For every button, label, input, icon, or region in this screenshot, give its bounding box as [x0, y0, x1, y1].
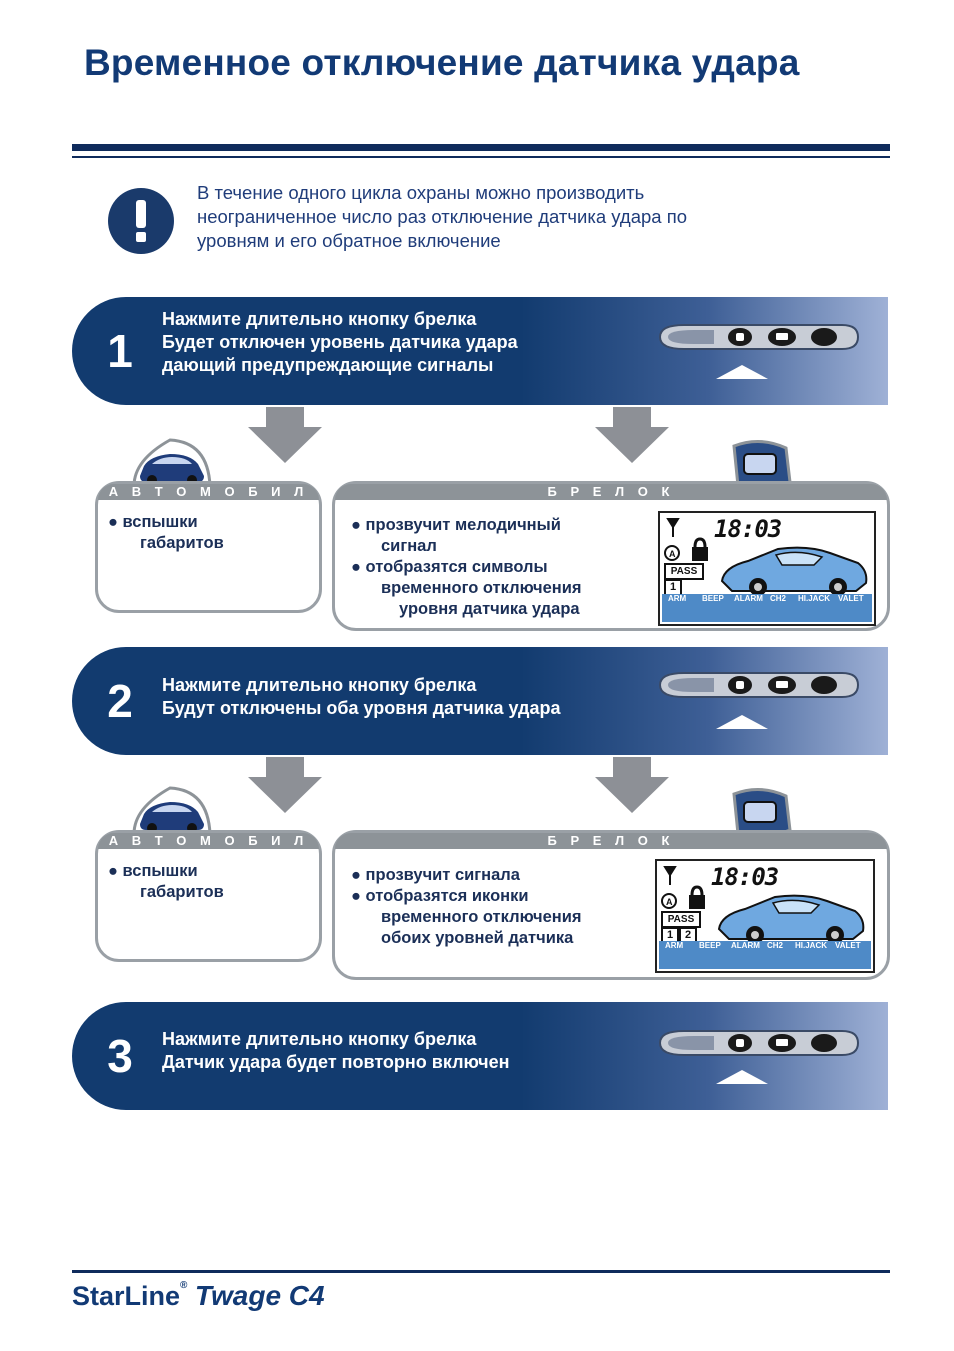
step-line: Будут отключены оба уровня датчика удара: [162, 698, 561, 718]
step-line: Нажмите длительно кнопку брелка: [162, 309, 477, 329]
bullet-line: сигнал: [381, 537, 437, 555]
arrow-down-icon: [248, 407, 322, 463]
step-line: Будет отключен уровень датчика удара: [162, 332, 518, 352]
press-indicator-icon: [716, 1070, 768, 1084]
lcd-label-hijack: HI.JACK: [795, 941, 828, 950]
brand-name: StarLine: [72, 1281, 181, 1311]
panel-body: ● вспышки габаритов: [108, 861, 224, 903]
lcd-label-beep: BEEP: [699, 941, 721, 950]
press-indicator-icon: [716, 365, 768, 379]
keyfob-icon: [658, 672, 860, 698]
fob-panel: Б Р Е Л О К ● прозвучит сигнала ● отобра…: [332, 830, 890, 980]
lcd-label-hijack: HI.JACK: [798, 594, 831, 603]
panel-heading: А В Т О М О Б И Л Ь: [98, 484, 319, 515]
step-1-banner: 1 Нажмите длительно кнопку брелка Будет …: [72, 297, 888, 405]
note-line: уровням и его обратное включение: [197, 230, 501, 251]
step-line: Датчик удара будет повторно включен: [162, 1052, 510, 1072]
bullet-line: габаритов: [140, 883, 224, 901]
car-image: [717, 894, 865, 944]
brand-trademark: ®: [180, 1280, 188, 1291]
lcd-label-valet: VALET: [838, 594, 864, 603]
lcd-display: 18:03 A PASS 1 ARM BEEP ALARM CH2 HI.JAC…: [658, 511, 876, 626]
lcd-label-valet: VALET: [835, 941, 861, 950]
lcd-pass-label: PASS: [661, 911, 701, 928]
lcd-button-bar: ARM BEEP ALARM CH2 HI.JACK VALET: [662, 594, 872, 622]
panel-heading: А В Т О М О Б И Л Ь: [98, 833, 319, 864]
step-number: 3: [107, 1030, 133, 1082]
fob-panel: Б Р Е Л О К ● прозвучит мелодичный сигна…: [332, 481, 890, 631]
lcd-label-beep: BEEP: [702, 594, 724, 603]
lcd-time: 18:03: [714, 515, 782, 543]
svg-text:A: A: [666, 897, 673, 907]
note-line: В течение одного цикла охраны можно прои…: [197, 182, 645, 203]
brand-logo: StarLine® Twage C4: [72, 1280, 325, 1312]
lcd-display: 18:03 A PASS 1 2 ARM BEEP ALARM CH2 HI.J…: [655, 859, 875, 973]
lcd-label-ch2: CH2: [767, 941, 784, 950]
lcd-button-bar: ARM BEEP ALARM CH2 HI.JACK VALET: [659, 941, 871, 969]
svg-text:A: A: [669, 549, 676, 559]
step-instructions: Нажмите длительно кнопку брелка Будет от…: [162, 308, 518, 377]
lcd-label-alarm: ALARM: [734, 594, 763, 603]
keyfob-icon: [658, 324, 860, 350]
step-instructions: Нажмите длительно кнопку брелка Датчик у…: [162, 1028, 510, 1074]
step-2-banner: 2 Нажмите длительно кнопку брелка Будут …: [72, 647, 888, 755]
bullet-line: временного отключения: [381, 908, 582, 926]
step-line: дающий предупреждающие сигналы: [162, 355, 494, 375]
bullet-line: уровня датчика удара: [399, 600, 580, 618]
panel-heading: Б Р Е Л О К: [335, 484, 887, 500]
lcd-label-alarm: ALARM: [731, 941, 760, 950]
press-indicator-icon: [716, 715, 768, 729]
bullet-line: обоих уровней датчика: [381, 929, 574, 947]
header-rule: [72, 144, 890, 151]
bullet-line: ● прозвучит мелодичный: [351, 516, 561, 534]
lcd-label-arm: ARM: [665, 941, 684, 950]
brand-model: Twage C4: [194, 1280, 325, 1311]
step-line: Нажмите длительно кнопку брелка: [162, 675, 477, 695]
lcd-status-icons: A: [664, 518, 708, 561]
step-number: 1: [107, 325, 133, 377]
bullet-line: ● вспышки: [108, 862, 198, 880]
bullet-line: временного отключения: [381, 579, 582, 597]
keyfob-icon: [658, 1030, 860, 1056]
step-line: Нажмите длительно кнопку брелка: [162, 1029, 477, 1049]
step-3-banner: 3 Нажмите длительно кнопку брелка Датчик…: [72, 1002, 888, 1110]
footer-rule: [72, 1270, 890, 1273]
bullet-line: ● отобразятся символы: [351, 558, 548, 576]
car-panel: А В Т О М О Б И Л Ь ● вспышки габаритов: [95, 481, 322, 613]
arrow-down-icon: [595, 407, 669, 463]
arrow-down-icon: [248, 757, 322, 813]
page-title: Временное отключение датчика удара: [84, 42, 800, 83]
note-line: неограниченное число раз отключение датч…: [197, 206, 688, 227]
panel-heading: Б Р Е Л О К: [335, 833, 887, 849]
step-number: 2: [107, 675, 133, 727]
panel-body: ● прозвучит сигнала ● отобразятся иконки…: [351, 865, 582, 949]
bullet-line: ● вспышки: [108, 513, 198, 531]
header-rule-thin: [72, 156, 890, 158]
car-panel: А В Т О М О Б И Л Ь ● вспышки габаритов: [95, 830, 322, 962]
bullet-line: габаритов: [140, 534, 224, 552]
lcd-time: 18:03: [711, 863, 779, 891]
bullet-line: ● прозвучит сигнала: [351, 866, 520, 884]
bullet-line: ● отобразятся иконки: [351, 887, 529, 905]
panel-body: ● вспышки габаритов: [108, 512, 224, 554]
lcd-status-icons: A: [661, 866, 705, 909]
step-instructions: Нажмите длительно кнопку брелка Будут от…: [162, 674, 561, 720]
panel-body: ● прозвучит мелодичный сигнал ● отобразя…: [351, 515, 582, 620]
note-text: В течение одного цикла охраны можно прои…: [197, 181, 837, 253]
lcd-pass-label: PASS: [664, 563, 704, 580]
arrow-down-icon: [595, 757, 669, 813]
car-image: [720, 546, 868, 596]
lcd-label-arm: ARM: [668, 594, 687, 603]
lcd-label-ch2: CH2: [770, 594, 787, 603]
exclamation-icon: [108, 188, 174, 254]
